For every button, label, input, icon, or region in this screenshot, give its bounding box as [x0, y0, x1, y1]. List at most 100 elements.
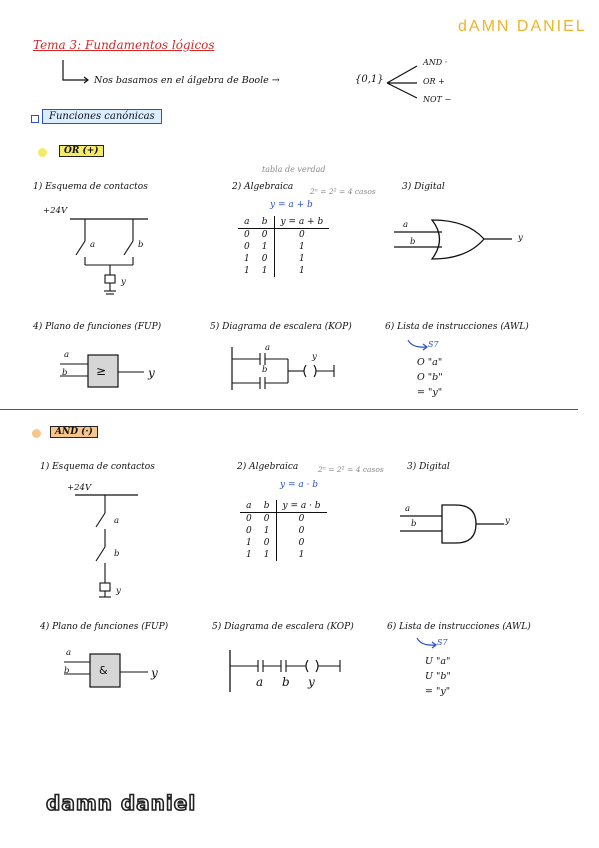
or-s6-label: 6) Lista de instrucciones (AWL) — [385, 322, 529, 332]
cell: 0 — [257, 512, 277, 525]
footer-logo: damn daniel — [45, 790, 197, 816]
or-contact-a: a — [90, 240, 96, 250]
or-s2-expr: y = a + b — [270, 200, 313, 210]
intro-text: Nos basamos en el álgebra de Boole → — [94, 75, 280, 86]
th-y: y = a + b — [280, 217, 324, 227]
or-awl-line-1: O "a" — [417, 357, 443, 368]
cell: 0 — [298, 538, 305, 548]
or-voltage: +24V — [43, 206, 68, 216]
op-not: NOT − — [423, 95, 452, 104]
page-title: Tema 3: Fundamentos lógicos — [33, 38, 215, 52]
and-s1-label: 1) Esquema de contactos — [40, 462, 155, 472]
and-gate-in-b: b — [411, 519, 417, 529]
or-kop-y: y — [312, 352, 317, 362]
or-fup-in-a: a — [64, 350, 70, 360]
or-s1-label: 1) Esquema de contactos — [33, 182, 148, 192]
section-title: Funciones canónicas — [42, 109, 162, 124]
or-kop-a: a — [265, 343, 271, 353]
cell: 1 — [255, 265, 275, 277]
cell: 1 — [244, 254, 250, 264]
or-s2-label: 2) Algebraica — [232, 182, 294, 192]
cell: 0 — [298, 526, 305, 536]
or-awl-line-2: O "b" — [417, 372, 443, 383]
and-s4-label: 4) Plano de funciones (FUP) — [40, 622, 169, 632]
table-header-row: a b y = a + b — [238, 216, 329, 229]
and-s2-expr: y = a · b — [280, 480, 319, 490]
and-awl-line-3: = "y" — [425, 686, 451, 697]
section-divider — [0, 409, 578, 410]
or-s2-cases: 2ⁿ = 2² = 4 casos — [310, 187, 376, 196]
and-awl-line-2: U "b" — [425, 671, 451, 682]
section-bullet — [31, 115, 39, 123]
or-s4-label: 4) Plano de funciones (FUP) — [33, 322, 162, 332]
or-gate — [394, 219, 512, 260]
and-kop-diagram — [229, 650, 341, 692]
and-fup-in-b: b — [64, 666, 70, 676]
th-b: b — [257, 500, 277, 513]
and-kop-y: y — [308, 675, 315, 689]
cell: 1 — [257, 525, 277, 537]
and-fup-in-a: a — [66, 648, 72, 658]
or-s3-label: 3) Digital — [402, 182, 445, 192]
cell: 0 — [238, 228, 256, 241]
or-kop-diagram — [231, 347, 335, 390]
and-awl-line-1: U "a" — [425, 656, 451, 667]
cell: 0 — [244, 242, 250, 252]
brand-name: dAMN DANIEL — [458, 18, 587, 35]
and-s2-label: 2) Algebraica — [237, 462, 299, 472]
or-gate-in-b: b — [410, 237, 416, 247]
th-y: y = a · b — [282, 501, 321, 511]
th-a: a — [244, 217, 250, 227]
or-gate-out: y — [518, 233, 523, 243]
and-s2-cases: 2ⁿ = 2² = 4 casos — [318, 465, 384, 474]
and-gate-in-a: a — [405, 504, 411, 514]
or-dot — [38, 148, 47, 157]
cell: 0 — [246, 526, 252, 536]
cell: 1 — [255, 241, 275, 253]
and-kop-a: a — [256, 675, 264, 689]
cell: 0 — [255, 253, 275, 265]
and-s5-label: 5) Diagrama de escalera (KOP) — [212, 622, 354, 632]
table-header-row: a b y = a · b — [240, 500, 327, 513]
or-coil: y — [121, 277, 126, 287]
or-fup-symbol: ≥ — [96, 364, 107, 378]
or-contact-b: b — [138, 240, 144, 250]
and-awl-head: S7 — [437, 638, 448, 647]
or-fup-in-b: b — [62, 368, 68, 378]
or-s2-note: tabla de verdad — [262, 165, 326, 174]
intro-diagram — [62, 60, 418, 99]
or-fup-diagram — [60, 354, 144, 388]
op-and: AND · — [423, 58, 448, 67]
and-s6-label: 6) Lista de instrucciones (AWL) — [387, 622, 531, 632]
cell: 1 — [299, 266, 305, 276]
or-awl-line-3: = "y" — [417, 387, 443, 398]
cell: 0 — [257, 537, 277, 549]
or-awl-head: S7 — [428, 340, 439, 349]
and-contact-scheme — [75, 494, 138, 598]
or-gate-in-a: a — [403, 220, 409, 230]
and-dot — [32, 429, 41, 438]
and-contact-a: a — [114, 516, 120, 526]
and-fup-out: y — [151, 666, 158, 680]
or-fup-out: y — [148, 366, 155, 380]
and-contact-b: b — [114, 549, 120, 559]
or-kop-b: b — [262, 365, 268, 375]
and-awl-arrow — [416, 637, 437, 649]
cell: 1 — [244, 266, 250, 276]
or-contact-scheme — [70, 218, 148, 295]
and-s3-label: 3) Digital — [407, 462, 450, 472]
cell: 1 — [257, 549, 277, 561]
and-kop-b: b — [282, 675, 290, 689]
cell: 0 — [255, 228, 275, 241]
cell: 0 — [240, 512, 258, 525]
or-awl-arrow — [407, 339, 428, 351]
